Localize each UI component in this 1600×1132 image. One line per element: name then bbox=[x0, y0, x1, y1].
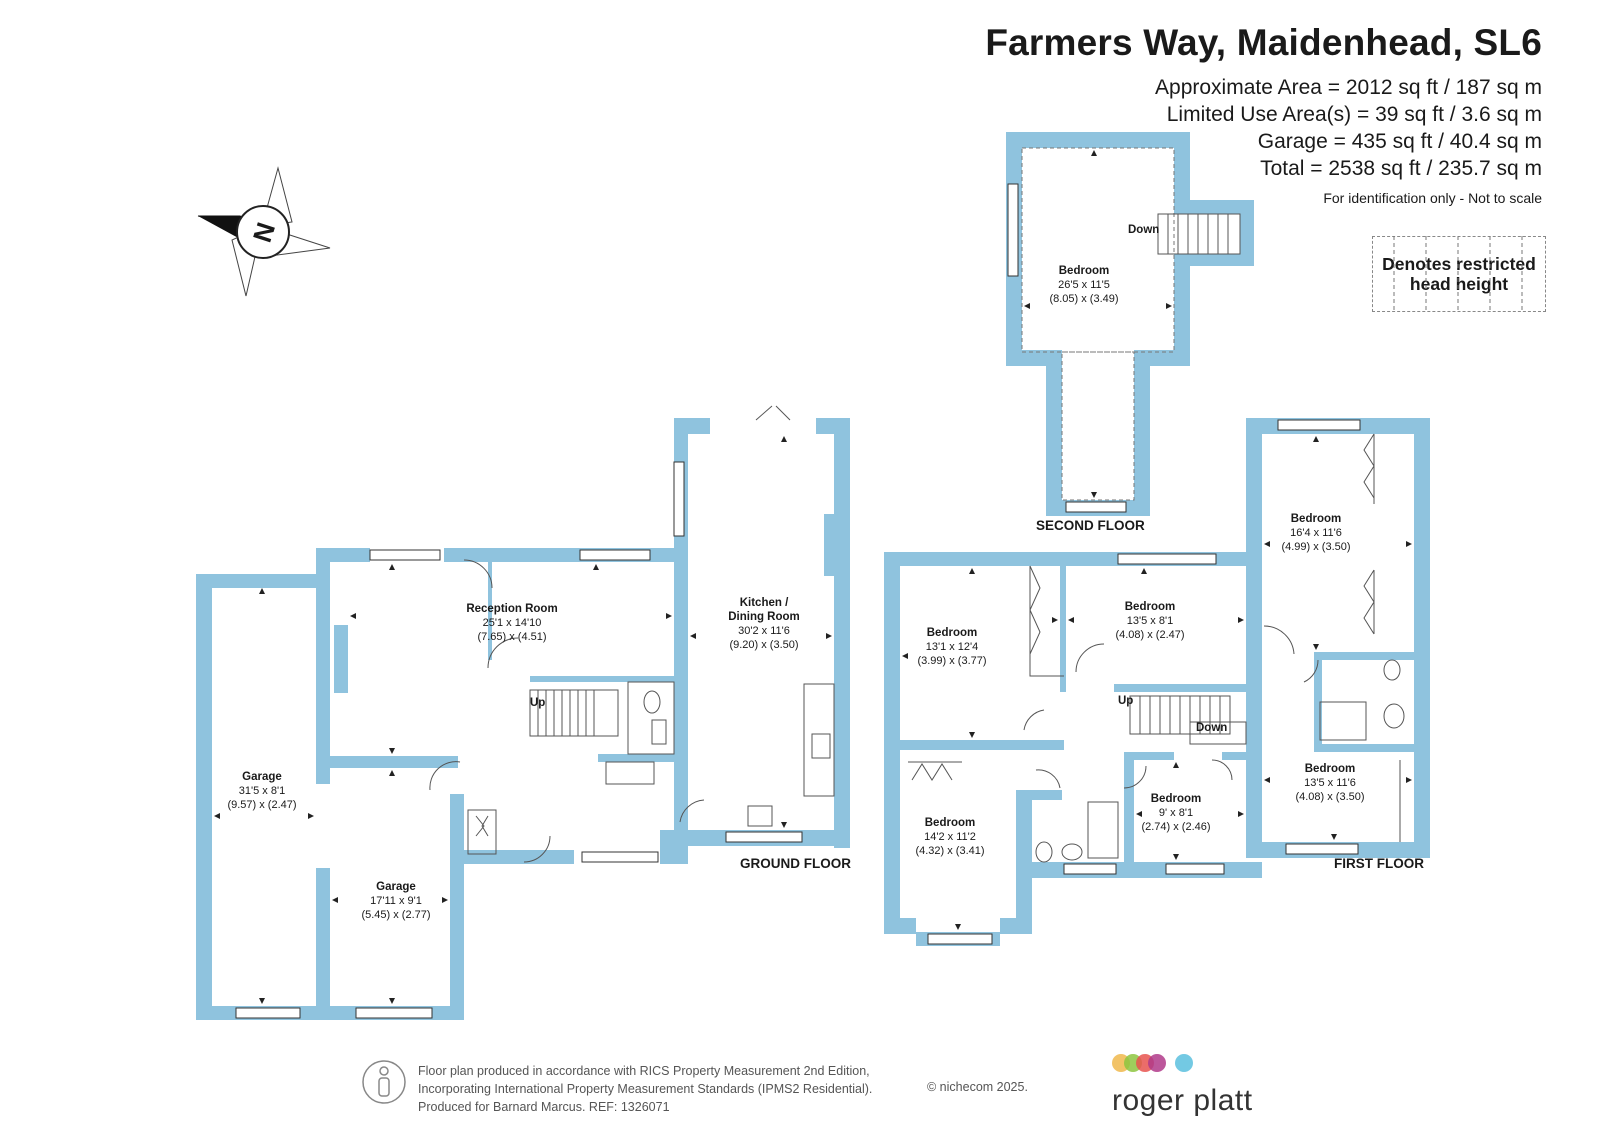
first-stairs-down-label: Down bbox=[1196, 722, 1227, 734]
footer-line-1: Floor plan produced in accordance with R… bbox=[418, 1064, 870, 1078]
room-garage-small-metric: (5.45) x (2.77) bbox=[361, 909, 430, 921]
second-floor-details bbox=[1007, 147, 1241, 513]
ground-floor-fixtures bbox=[429, 405, 835, 863]
compass-icon: N bbox=[197, 166, 331, 297]
room-garage-large-metric: (9.57) x (2.47) bbox=[227, 799, 296, 811]
scale-note: For identification only - Not to scale bbox=[1323, 190, 1542, 206]
limited-use-area: Limited Use Area(s) = 39 sq ft / 3.6 sq … bbox=[1166, 103, 1542, 126]
first-floor-windows bbox=[927, 419, 1361, 945]
room-bed-d-name: Bedroom bbox=[925, 817, 975, 829]
footer-text: Floor plan produced in accordance with R… bbox=[418, 1062, 872, 1116]
person-icon bbox=[362, 1060, 406, 1104]
room-bed-a-imperial: 13'1 x 12'4 bbox=[926, 641, 979, 653]
ground-floor-walls bbox=[196, 418, 850, 1020]
room-bed-second-name: Bedroom bbox=[1059, 265, 1109, 277]
room-bed-second-metric: (8.05) x (3.49) bbox=[1049, 293, 1118, 305]
room-kitchen-name-1: Kitchen / bbox=[740, 597, 789, 609]
room-labels: Garage 31'5 x 8'1 (9.57) x (2.47) Garage… bbox=[227, 265, 1364, 921]
approx-area: Approximate Area = 2012 sq ft / 187 sq m bbox=[1155, 76, 1542, 99]
room-bed-d-metric: (4.32) x (3.41) bbox=[915, 845, 984, 857]
room-reception-name: Reception Room bbox=[466, 603, 557, 615]
footer-line-3: Produced for Barnard Marcus. REF: 132607… bbox=[418, 1100, 670, 1114]
room-bed-a-metric: (3.99) x (3.77) bbox=[917, 655, 986, 667]
room-bed-f-name: Bedroom bbox=[1305, 763, 1355, 775]
first-stairs-up-label: Up bbox=[1118, 695, 1133, 707]
restricted-height-legend: Denotes restricted head height bbox=[1372, 236, 1546, 312]
second-stairs-down-label: Down bbox=[1128, 224, 1159, 236]
stair-labels: Up Up Down Down bbox=[530, 224, 1227, 734]
room-bed-e-name: Bedroom bbox=[1151, 793, 1201, 805]
second-floor-walls bbox=[1006, 132, 1254, 516]
first-floor-label: FIRST FLOOR bbox=[1334, 856, 1424, 871]
room-reception-metric: (7.65) x (4.51) bbox=[477, 631, 546, 643]
first-floor-fixtures bbox=[908, 433, 1405, 863]
room-kitchen-metric: (9.20) x (3.50) bbox=[729, 639, 798, 651]
ground-floor-windows bbox=[235, 461, 803, 1019]
room-garage-large-imperial: 31'5 x 8'1 bbox=[239, 785, 285, 797]
room-kitchen-imperial: 30'2 x 11'6 bbox=[738, 625, 790, 637]
copyright: © nichecom 2025. bbox=[927, 1080, 1028, 1094]
room-bed-e-metric: (2.74) x (2.46) bbox=[1141, 821, 1210, 833]
second-floor-label: SECOND FLOOR bbox=[1036, 518, 1145, 533]
page-title: Farmers Way, Maidenhead, SL6 bbox=[985, 22, 1542, 63]
room-garage-small-name: Garage bbox=[376, 881, 416, 893]
room-bed-c-imperial: 16'4 x 11'6 bbox=[1290, 527, 1342, 539]
measurement-arrows bbox=[214, 150, 1412, 1004]
brand-dot bbox=[1148, 1054, 1166, 1072]
room-bed-c-metric: (4.99) x (3.50) bbox=[1281, 541, 1350, 553]
garage-area: Garage = 435 sq ft / 40.4 sq m bbox=[1257, 130, 1542, 153]
ground-stairs-up-label: Up bbox=[530, 697, 545, 709]
room-reception-imperial: 25'1 x 14'10 bbox=[483, 617, 542, 629]
room-bed-a-name: Bedroom bbox=[927, 627, 977, 639]
total-area: Total = 2538 sq ft / 235.7 sq m bbox=[1260, 157, 1542, 180]
ground-floor-label: GROUND FLOOR bbox=[740, 856, 851, 871]
room-garage-large-name: Garage bbox=[242, 771, 282, 783]
room-bed-e-imperial: 9' x 8'1 bbox=[1159, 807, 1193, 819]
footer-line-2: Incorporating International Property Mea… bbox=[418, 1082, 873, 1096]
legend-label: Denotes restricted head height bbox=[1382, 254, 1536, 294]
room-bed-f-imperial: 13'5 x 11'6 bbox=[1304, 777, 1356, 789]
room-kitchen-name-2: Dining Room bbox=[728, 611, 800, 623]
brand-name: roger platt bbox=[1112, 1084, 1253, 1117]
brand-dot bbox=[1175, 1054, 1193, 1072]
room-bed-second-imperial: 26'5 x 11'5 bbox=[1058, 279, 1110, 291]
room-bed-b-name: Bedroom bbox=[1125, 601, 1175, 613]
brand-logo-dots bbox=[1112, 1054, 1193, 1072]
room-bed-f-metric: (4.08) x (3.50) bbox=[1295, 791, 1364, 803]
room-garage-small-imperial: 17'11 x 9'1 bbox=[370, 895, 422, 907]
room-bed-c-name: Bedroom bbox=[1291, 513, 1341, 525]
room-bed-d-imperial: 14'2 x 11'2 bbox=[924, 831, 976, 843]
room-bed-b-metric: (4.08) x (2.47) bbox=[1115, 629, 1184, 641]
room-bed-b-imperial: 13'5 x 8'1 bbox=[1127, 615, 1173, 627]
